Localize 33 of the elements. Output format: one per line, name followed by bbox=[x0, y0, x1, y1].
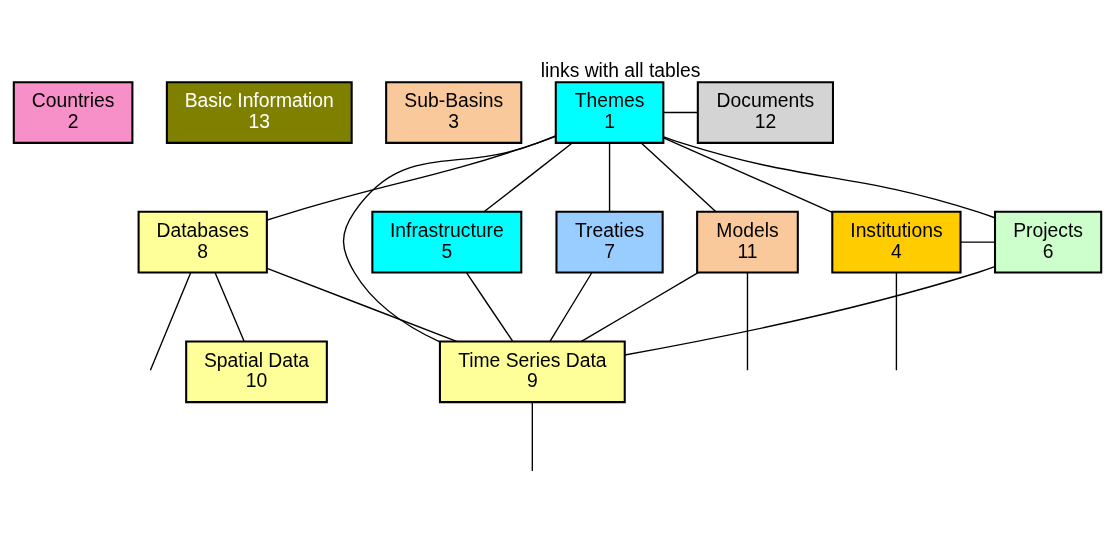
connector bbox=[580, 271, 699, 342]
connector bbox=[624, 265, 996, 356]
node-box: Themes 1 bbox=[554, 80, 665, 144]
node-box: Countries 2 bbox=[12, 80, 134, 144]
connector bbox=[214, 271, 245, 342]
connector bbox=[266, 135, 557, 221]
connector bbox=[608, 142, 611, 212]
node-box: Spatial Data 10 bbox=[185, 339, 328, 403]
connector bbox=[746, 271, 749, 371]
connector bbox=[662, 136, 833, 213]
connector bbox=[549, 271, 593, 342]
node-box: Time Series Data 9 bbox=[438, 339, 626, 403]
node-box: Projects 6 bbox=[993, 210, 1103, 274]
node-box: Models 11 bbox=[696, 210, 799, 274]
connector bbox=[149, 271, 192, 371]
connector bbox=[663, 111, 699, 113]
node-box: Basic Information 13 bbox=[165, 80, 353, 144]
connector bbox=[342, 134, 557, 343]
connector bbox=[662, 135, 996, 218]
node-box: Sub-Basins 3 bbox=[385, 80, 523, 144]
node-label: links with all tables bbox=[540, 59, 701, 81]
connector bbox=[483, 141, 573, 212]
node-box: Documents 12 bbox=[696, 80, 834, 144]
connector bbox=[531, 401, 534, 472]
node-box: Infrastructure 5 bbox=[371, 210, 523, 274]
connector bbox=[895, 271, 898, 371]
node-box: Databases 8 bbox=[137, 210, 268, 274]
node-box: Treaties 7 bbox=[555, 210, 664, 274]
connector bbox=[266, 267, 458, 342]
connector bbox=[960, 241, 996, 243]
connector bbox=[640, 142, 717, 212]
node-box: Institutions 4 bbox=[831, 210, 962, 274]
connector bbox=[465, 271, 514, 342]
